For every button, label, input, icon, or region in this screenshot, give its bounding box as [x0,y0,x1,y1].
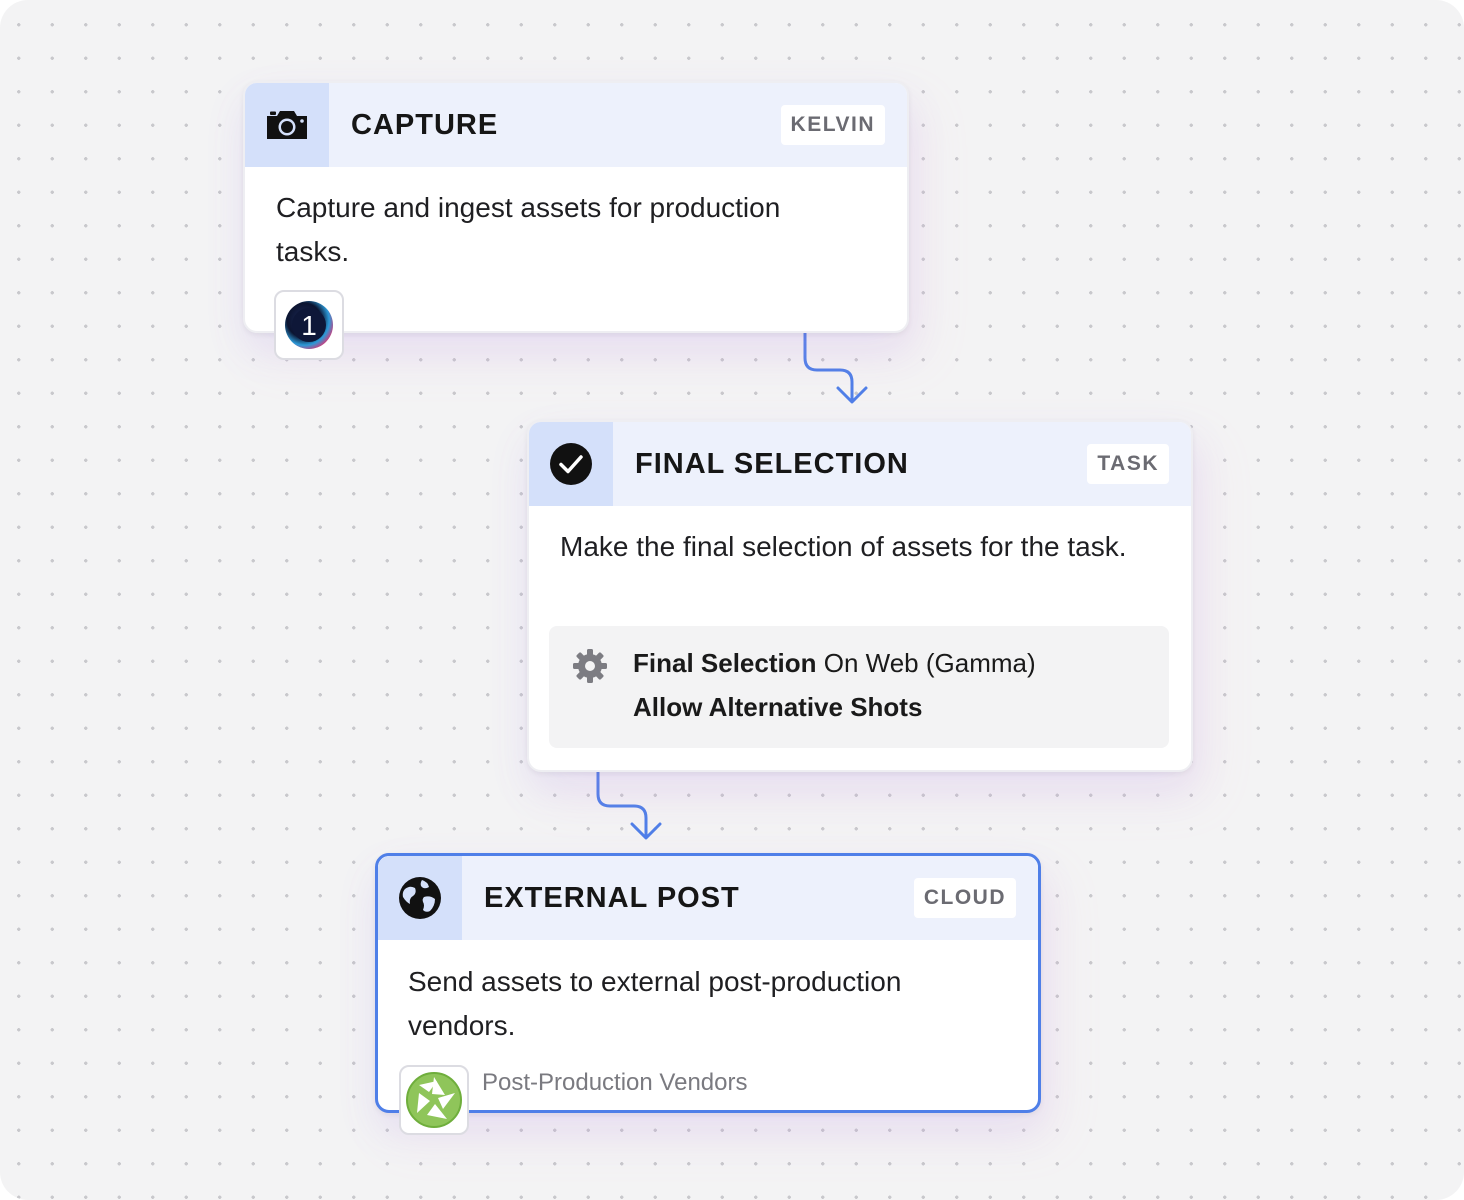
node-title: FINAL SELECTION [635,447,909,480]
settings-detail: On Web (Gamma) [823,648,1036,678]
capture-one-icon: 1 [285,301,333,349]
node-icon-tile [529,422,613,506]
node-title: CAPTURE [351,108,499,141]
check-circle-icon [550,443,592,485]
node-description: Make the final selection of assets for t… [560,531,1127,562]
settings-line-primary: Final Selection On Web (Gamma) [633,648,1036,679]
node-icon-tile [378,856,462,940]
node-header: FINAL SELECTION TASK [529,422,1191,506]
app-tile[interactable]: 1 [274,290,344,360]
node-title: EXTERNAL POST [484,881,740,914]
app-label: Post-Production Vendors [482,1069,748,1096]
camera-icon [267,111,307,139]
node-description: Send assets to external post-production … [408,966,902,1041]
node-settings-panel[interactable]: Final Selection On Web (Gamma) Allow Alt… [549,626,1169,748]
node-card-external-post[interactable]: EXTERNAL POST CLOUD Send assets to exter… [375,853,1041,1135]
node-icon-tile [245,83,329,167]
node-header: EXTERNAL POST CLOUD [378,856,1038,940]
app-tile[interactable] [399,1065,469,1135]
connector-final-selection-to-external-post [596,768,662,840]
node-badge: KELVIN [780,105,885,145]
node-card-capture[interactable]: CAPTURE KELVIN Capture and ingest assets… [243,81,909,360]
connector-capture-to-final-selection [803,330,868,404]
node-card-final-selection[interactable]: FINAL SELECTION TASK Make the final sele… [527,420,1193,772]
capture-one-glyph: 1 [301,310,317,341]
settings-line-option: Allow Alternative Shots [633,692,922,723]
gear-icon [573,649,607,683]
node-badge: CLOUD [913,878,1016,918]
settings-option: Allow Alternative Shots [633,692,923,722]
globe-icon [399,877,441,919]
node-description: Capture and ingest assets for production… [276,192,781,267]
aperture-icon [406,1072,462,1128]
node-badge: TASK [1087,444,1169,484]
settings-name: Final Selection [633,648,817,678]
node-header: CAPTURE KELVIN [245,83,907,167]
